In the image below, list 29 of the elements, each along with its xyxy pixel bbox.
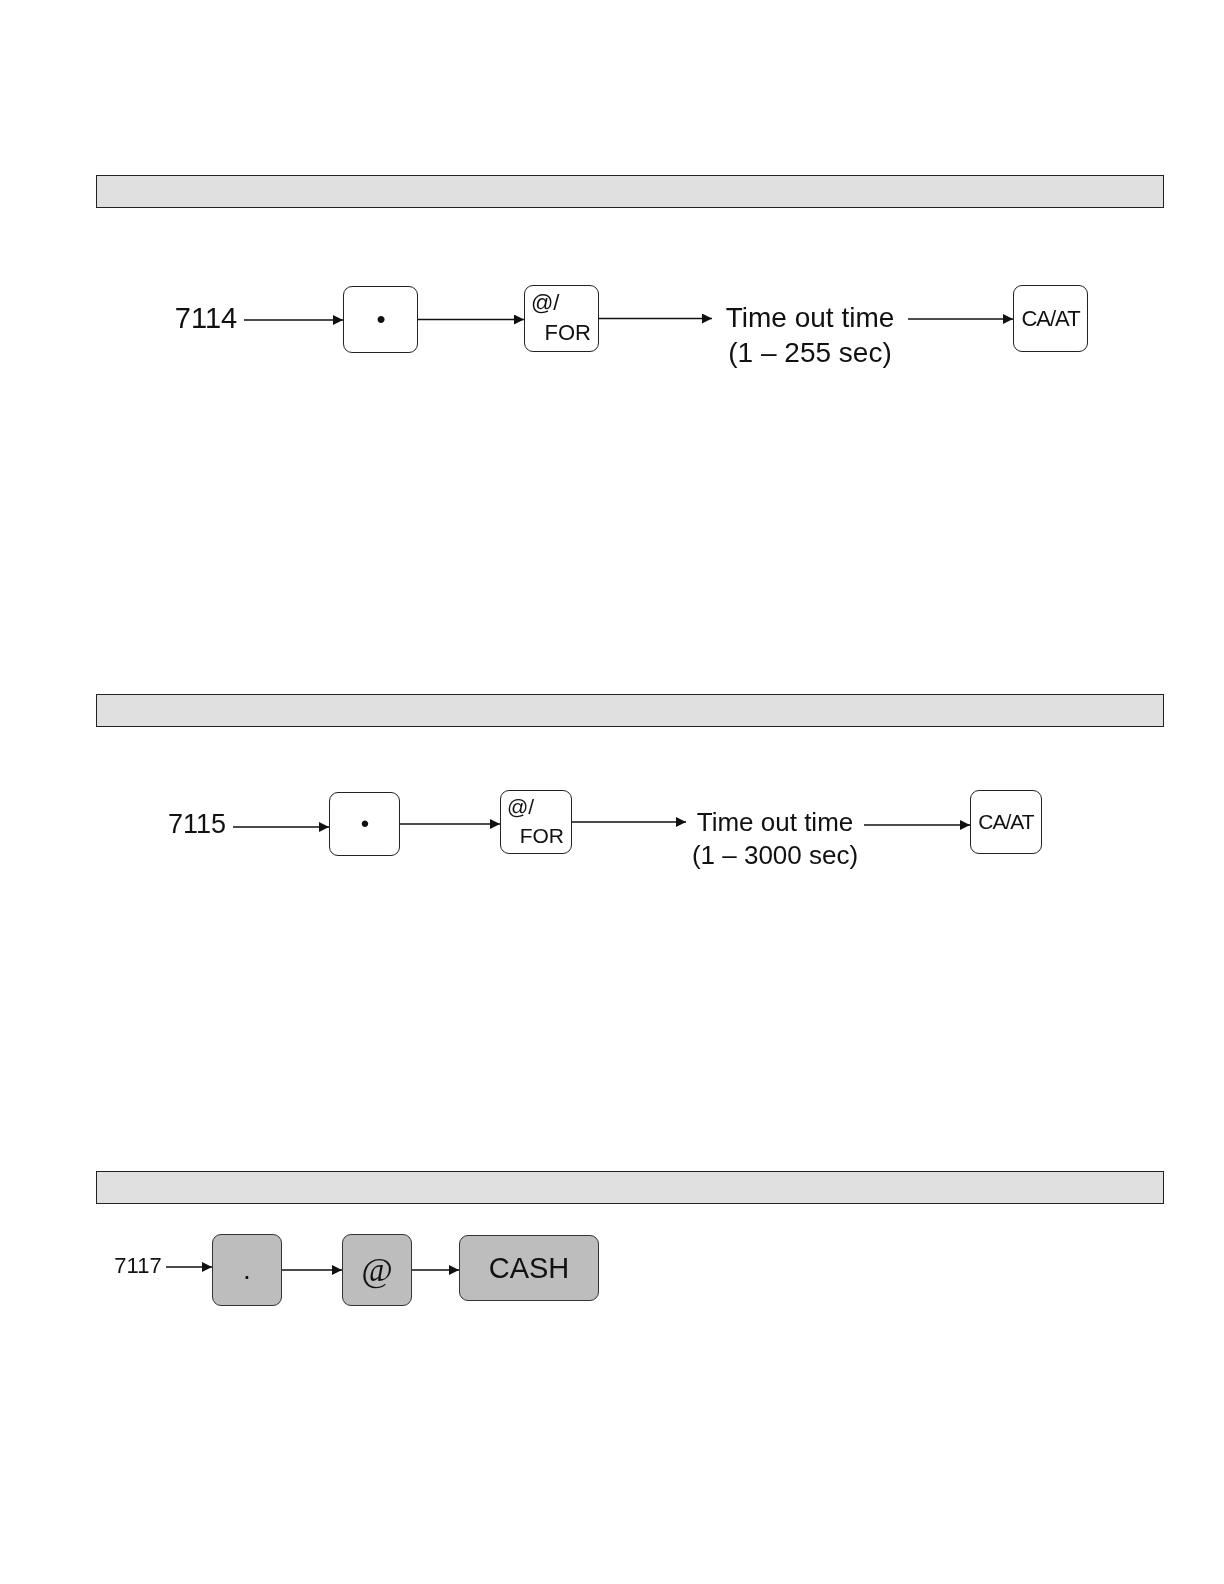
arrow	[399, 819, 501, 829]
keyboard-key: @	[342, 1234, 412, 1306]
keyboard-key: CASH	[459, 1235, 599, 1301]
arrow	[863, 820, 971, 830]
arrow	[417, 314, 525, 325]
arrow	[165, 1262, 213, 1272]
key-label: @/	[531, 290, 560, 316]
arrow	[571, 817, 687, 827]
step-text: 7117	[110, 1252, 166, 1282]
arrow	[281, 1265, 343, 1275]
arrow	[243, 315, 344, 325]
key-label: @/	[507, 795, 535, 819]
arrow	[232, 822, 330, 832]
keyboard-key: CA/AT	[970, 790, 1042, 854]
step-text: Time out time (1 – 3000 sec)	[686, 806, 864, 876]
keyboard-key	[524, 285, 599, 352]
keyboard-key: CA/AT	[1013, 285, 1088, 352]
step-text: Time out time (1 – 255 sec)	[712, 300, 908, 374]
arrow	[907, 314, 1014, 324]
arrow	[411, 1265, 460, 1275]
keyboard-key: .	[212, 1234, 282, 1306]
keyboard-key: •	[343, 286, 418, 353]
keyboard-key	[500, 790, 572, 854]
key-label: FOR	[544, 320, 591, 346]
arrow	[598, 313, 713, 324]
step-text: 7115	[161, 808, 233, 846]
key-label: FOR	[519, 824, 564, 848]
keyboard-key: •	[329, 792, 400, 856]
step-text: 7114	[168, 300, 244, 340]
